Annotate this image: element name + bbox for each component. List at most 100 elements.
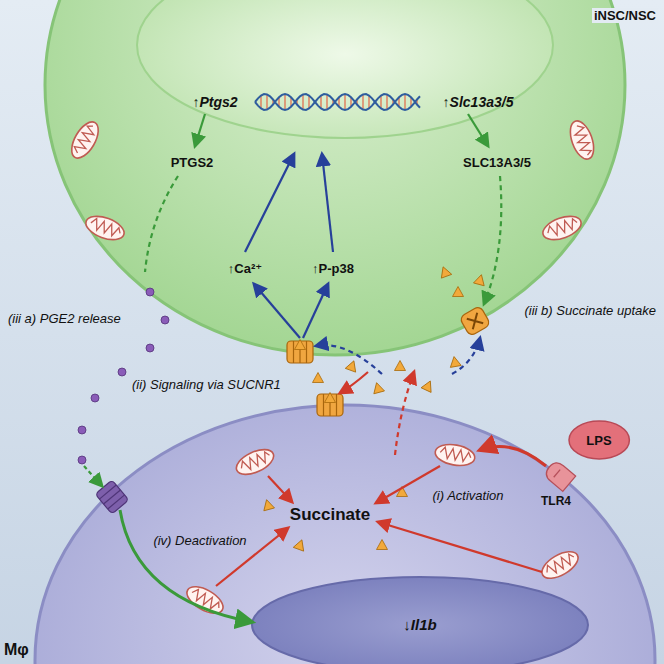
succinate-triangle bbox=[261, 498, 274, 511]
dna-helix bbox=[260, 96, 261, 109]
dna-helix bbox=[255, 94, 420, 110]
succinate-triangle bbox=[474, 273, 487, 286]
signal-arrow bbox=[268, 476, 292, 502]
signal-arrow bbox=[340, 372, 368, 393]
succinate-triangle bbox=[377, 540, 388, 550]
succinate-triangle bbox=[421, 379, 435, 393]
annotation-label-wrap: ↑Ca²⁺ bbox=[228, 259, 262, 277]
receptor bbox=[554, 470, 560, 478]
nucleus: ↑Ptgs2 ↑Slc13a3/5 bbox=[135, 0, 555, 140]
nucleus-label: ↑Ptgs2 bbox=[192, 94, 237, 110]
pge2-dot bbox=[78, 456, 86, 464]
annotation-label-wrap: (iii b) Succinate uptake bbox=[524, 301, 656, 319]
dna-helix bbox=[320, 96, 321, 109]
receptor bbox=[95, 480, 129, 514]
succinate-triangle bbox=[449, 356, 462, 368]
annotation-label-wrap: (iii a) PGE2 release bbox=[8, 309, 121, 327]
dna-helix bbox=[284, 94, 285, 110]
signal-arrow bbox=[468, 114, 488, 146]
nucleus-label: ↑Slc13a3/5 bbox=[443, 94, 514, 110]
signal-arrow bbox=[245, 154, 294, 252]
annotation-label-wrap: Succinate bbox=[290, 505, 370, 525]
dna-helix bbox=[386, 94, 387, 109]
nucleus-outline bbox=[137, 0, 553, 138]
annotation-label: TLR4 bbox=[541, 494, 571, 508]
receptor bbox=[459, 305, 491, 336]
macrophage-cell-label: Mφ bbox=[4, 641, 29, 658]
lps-molecule-label: LPS bbox=[586, 433, 611, 448]
mitochondrion bbox=[538, 546, 583, 583]
dna-helix bbox=[380, 96, 381, 109]
receptor bbox=[543, 459, 576, 491]
pge2-dot bbox=[91, 394, 99, 402]
dna-helix bbox=[255, 94, 420, 110]
succinate-triangle bbox=[453, 287, 464, 297]
annotation-label: SLC13A3/5 bbox=[463, 155, 531, 170]
signal-arrow bbox=[145, 176, 178, 272]
succinate-triangle bbox=[313, 373, 324, 383]
annotation-label: (iv) Deactivation bbox=[153, 533, 246, 548]
mitochondrion bbox=[566, 118, 598, 162]
receptor bbox=[95, 305, 575, 514]
nucleus-outline bbox=[135, 0, 555, 140]
pge2-dot bbox=[78, 426, 86, 434]
lps-molecule: LPS bbox=[568, 420, 630, 460]
receptor bbox=[467, 313, 483, 329]
annotation-label-wrap: SLC13A3/5 bbox=[463, 153, 531, 171]
stem-cell-label-wrap: iNSC/NSC bbox=[592, 6, 658, 24]
dna-helix bbox=[326, 94, 327, 109]
mitochondrion bbox=[66, 118, 598, 619]
mitochondrion bbox=[540, 212, 584, 244]
stem-cell-label: iNSC/NSC bbox=[592, 8, 658, 23]
nucleus-label-wrap: ↑Ptgs2 bbox=[192, 93, 237, 111]
receptor bbox=[543, 459, 576, 491]
signal-arrow bbox=[316, 345, 382, 374]
dna-helix bbox=[266, 94, 267, 109]
mitochondrion bbox=[233, 444, 278, 479]
macrophage-cell-label-wrap: Mφ bbox=[4, 641, 29, 659]
pge2-dot bbox=[146, 288, 154, 296]
signal-arrow bbox=[303, 284, 328, 338]
signal-arrow bbox=[254, 284, 300, 338]
annotation-label-wrap: PTGS2 bbox=[171, 153, 214, 171]
dna-helix bbox=[362, 94, 363, 109]
succinate-triangle bbox=[295, 340, 306, 350]
succinate-triangle bbox=[438, 265, 452, 278]
succinate-triangle bbox=[261, 265, 486, 551]
macrophage-nucleus-outline bbox=[252, 577, 588, 664]
signal-arrow bbox=[84, 466, 102, 486]
macrophage-nucleus-label-wrap: ↓Il1b bbox=[403, 616, 436, 634]
mitochondrion bbox=[434, 442, 477, 469]
signal-arrow bbox=[376, 466, 440, 503]
succinate-triangle bbox=[293, 538, 307, 551]
dna-helix bbox=[302, 94, 303, 109]
lps-molecule-outline bbox=[569, 421, 629, 459]
signal-arrow bbox=[120, 510, 252, 622]
signal-arrow bbox=[480, 446, 546, 466]
annotation-label: (iii a) PGE2 release bbox=[8, 311, 121, 326]
annotation-label: (i) Activation bbox=[432, 488, 503, 503]
dna-helix bbox=[255, 94, 420, 110]
macrophage-cell-outline bbox=[35, 405, 655, 664]
pge2-dot bbox=[118, 368, 126, 376]
annotation-label-wrap: (i) Activation bbox=[432, 486, 503, 504]
pge2-dot bbox=[146, 344, 154, 352]
macrophage-cell: Mφ ↓Il1b bbox=[0, 400, 664, 664]
receptor bbox=[99, 485, 124, 509]
annotation-label: ↑Ca²⁺ bbox=[228, 261, 262, 276]
dna-helix bbox=[344, 94, 345, 110]
lps-molecule-label-wrap: LPS bbox=[586, 431, 611, 449]
stem-cell-outline bbox=[45, 0, 625, 355]
receptor bbox=[95, 480, 129, 514]
dna-helix bbox=[368, 96, 369, 109]
nucleus-label-wrap: ↑Slc13a3/5 bbox=[443, 93, 514, 111]
receptor bbox=[459, 305, 491, 336]
annotation-label: (iii b) Succinate uptake bbox=[524, 303, 656, 318]
pge2-dot bbox=[161, 316, 169, 324]
annotation-label-wrap: (ii) Signaling via SUCNR1 bbox=[132, 375, 281, 393]
succinate-triangle bbox=[371, 381, 384, 394]
macrophage-nucleus-label: ↓Il1b bbox=[403, 616, 436, 633]
macrophage-nucleus: ↓Il1b bbox=[250, 575, 590, 664]
